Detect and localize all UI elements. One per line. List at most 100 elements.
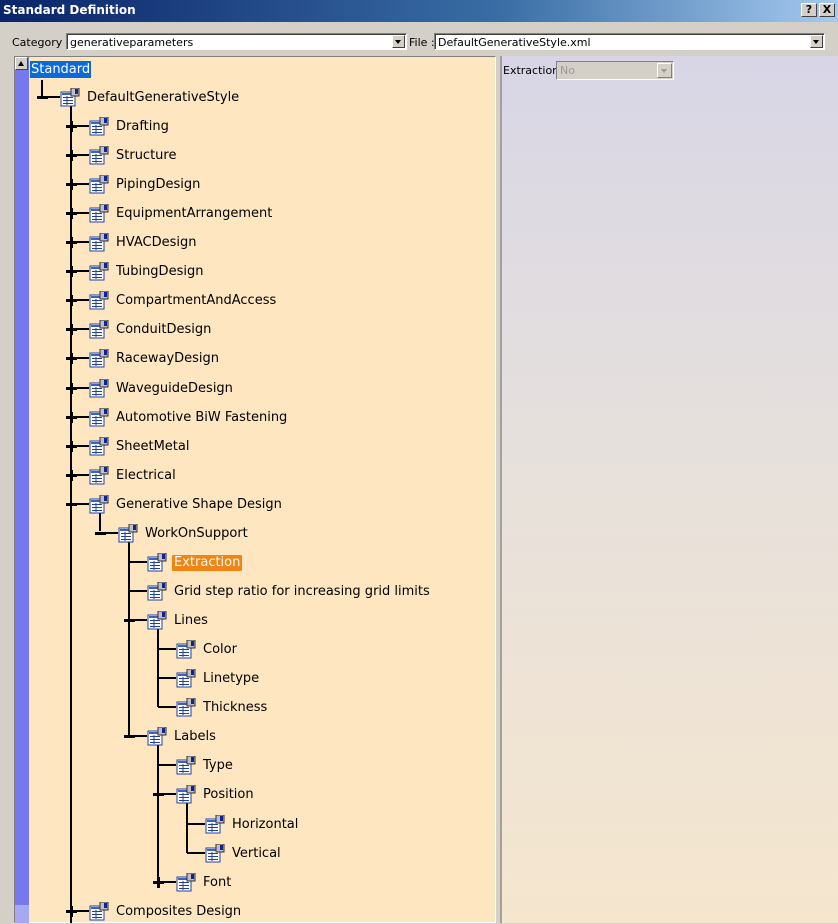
- expand-icon[interactable]: [65, 352, 78, 365]
- setting-sheet-icon: [176, 668, 196, 688]
- chevron-down-icon[interactable]: [392, 35, 405, 48]
- setting-sheet-icon: [89, 465, 109, 485]
- category-dropdown[interactable]: generativeparameters: [66, 33, 407, 50]
- expand-icon[interactable]: [65, 149, 78, 162]
- tree-node-label[interactable]: Type: [203, 758, 233, 773]
- expand-icon[interactable]: [65, 323, 78, 336]
- tree-node-label[interactable]: Automotive BiW Fastening: [116, 410, 288, 425]
- setting-sheet-icon: [205, 843, 225, 863]
- tree-node-label[interactable]: TubingDesign: [116, 264, 204, 279]
- chevron-down-icon: [657, 63, 672, 78]
- help-button[interactable]: ?: [801, 3, 817, 17]
- tree-node-label[interactable]: Position: [203, 787, 254, 802]
- scrollbar-thumb[interactable]: [15, 905, 29, 923]
- property-panel: [500, 56, 838, 923]
- tree-node-label[interactable]: Composites Design: [116, 904, 242, 919]
- setting-sheet-icon: [89, 378, 109, 398]
- close-button[interactable]: X: [819, 3, 835, 17]
- tree-node-label[interactable]: SheetMetal: [116, 439, 190, 454]
- setting-sheet-icon: [176, 784, 196, 804]
- collapse-icon[interactable]: [123, 614, 136, 627]
- tree-node-label[interactable]: Linetype: [203, 671, 260, 686]
- file-value: DefaultGenerativeStyle.xml: [438, 36, 591, 49]
- tree-node-label[interactable]: CompartmentAndAccess: [116, 293, 277, 308]
- setting-sheet-icon: [89, 232, 109, 252]
- expand-icon[interactable]: [65, 265, 78, 278]
- extraction-value: No: [560, 64, 575, 77]
- tree-node-label[interactable]: Generative Shape Design: [116, 497, 282, 512]
- expand-icon[interactable]: [65, 178, 78, 191]
- tree-node-label[interactable]: Labels: [174, 729, 216, 744]
- vertical-scrollbar[interactable]: [15, 57, 29, 923]
- expand-icon[interactable]: [65, 440, 78, 453]
- file-label: File :: [409, 36, 435, 49]
- chevron-down-icon[interactable]: [810, 35, 823, 48]
- collapse-icon[interactable]: [152, 788, 165, 801]
- collapse-icon[interactable]: [36, 91, 49, 104]
- tree-root-standard[interactable]: Standard: [30, 61, 92, 78]
- title-bar: Standard Definition ? X: [0, 0, 838, 22]
- tree-node-label[interactable]: DefaultGenerativeStyle: [87, 90, 240, 105]
- tree-node-label[interactable]: Thickness: [203, 700, 268, 715]
- tree-node-label[interactable]: WaveguideDesign: [116, 381, 233, 396]
- setting-sheet-icon: [176, 697, 196, 717]
- expand-icon[interactable]: [65, 905, 78, 918]
- tree-node-label[interactable]: RacewayDesign: [116, 351, 220, 366]
- setting-sheet-icon: [89, 494, 109, 514]
- expand-icon[interactable]: [65, 469, 78, 482]
- setting-sheet-icon: [89, 290, 109, 310]
- setting-sheet-icon: [89, 174, 109, 194]
- setting-sheet-icon: [176, 639, 196, 659]
- setting-sheet-icon: [89, 203, 109, 223]
- expand-icon[interactable]: [65, 120, 78, 133]
- setting-sheet-icon: [89, 436, 109, 456]
- tree-node-label[interactable]: Structure: [116, 148, 177, 163]
- setting-sheet-icon: [89, 319, 109, 339]
- tree-node-label[interactable]: Electrical: [116, 468, 176, 483]
- setting-sheet-icon: [147, 726, 167, 746]
- expand-icon[interactable]: [65, 236, 78, 249]
- collapse-icon[interactable]: [65, 498, 78, 511]
- tree-node-label[interactable]: HVACDesign: [116, 235, 197, 250]
- category-value: generativeparameters: [70, 36, 194, 49]
- tree-node-label[interactable]: Font: [203, 875, 232, 890]
- tree-node-label[interactable]: EquipmentArrangement: [116, 206, 273, 221]
- extraction-select: No: [556, 61, 674, 80]
- setting-sheet-icon: [89, 348, 109, 368]
- tree-node-label[interactable]: Color: [203, 642, 237, 657]
- tree-node-label[interactable]: Lines: [174, 613, 208, 628]
- setting-sheet-icon: [89, 261, 109, 281]
- tree-node-label[interactable]: Vertical: [232, 846, 281, 861]
- expand-icon[interactable]: [65, 294, 78, 307]
- setting-sheet-icon: [147, 610, 167, 630]
- setting-sheet-icon: [89, 901, 109, 921]
- scroll-up-arrow-icon[interactable]: [15, 57, 28, 70]
- file-dropdown[interactable]: DefaultGenerativeStyle.xml: [434, 33, 825, 50]
- setting-sheet-icon: [89, 145, 109, 165]
- tree-node-label[interactable]: Drafting: [116, 119, 169, 134]
- setting-sheet-icon: [176, 872, 196, 892]
- window-title: Standard Definition: [3, 3, 136, 17]
- tree-panel[interactable]: [14, 56, 496, 923]
- setting-sheet-icon: [147, 552, 167, 572]
- setting-sheet-icon: [118, 523, 138, 543]
- tree-node-label[interactable]: Extraction: [172, 555, 243, 571]
- setting-sheet-icon: [60, 87, 80, 107]
- expand-icon[interactable]: [65, 207, 78, 220]
- expand-icon[interactable]: [152, 876, 165, 889]
- setting-sheet-icon: [205, 814, 225, 834]
- tree-node-label[interactable]: PipingDesign: [116, 177, 201, 192]
- collapse-icon[interactable]: [94, 527, 107, 540]
- setting-sheet-icon: [176, 755, 196, 775]
- extraction-property-label: Extraction: [503, 64, 560, 77]
- tree-node-label[interactable]: Grid step ratio for increasing grid limi…: [174, 584, 430, 599]
- setting-sheet-icon: [147, 581, 167, 601]
- collapse-icon[interactable]: [123, 730, 136, 743]
- tree-node-label[interactable]: WorkOnSupport: [145, 526, 248, 541]
- expand-icon[interactable]: [65, 382, 78, 395]
- expand-icon[interactable]: [65, 411, 78, 424]
- setting-sheet-icon: [89, 116, 109, 136]
- tree-node-label[interactable]: Horizontal: [232, 817, 299, 832]
- tree-node-label[interactable]: ConduitDesign: [116, 322, 212, 337]
- setting-sheet-icon: [89, 407, 109, 427]
